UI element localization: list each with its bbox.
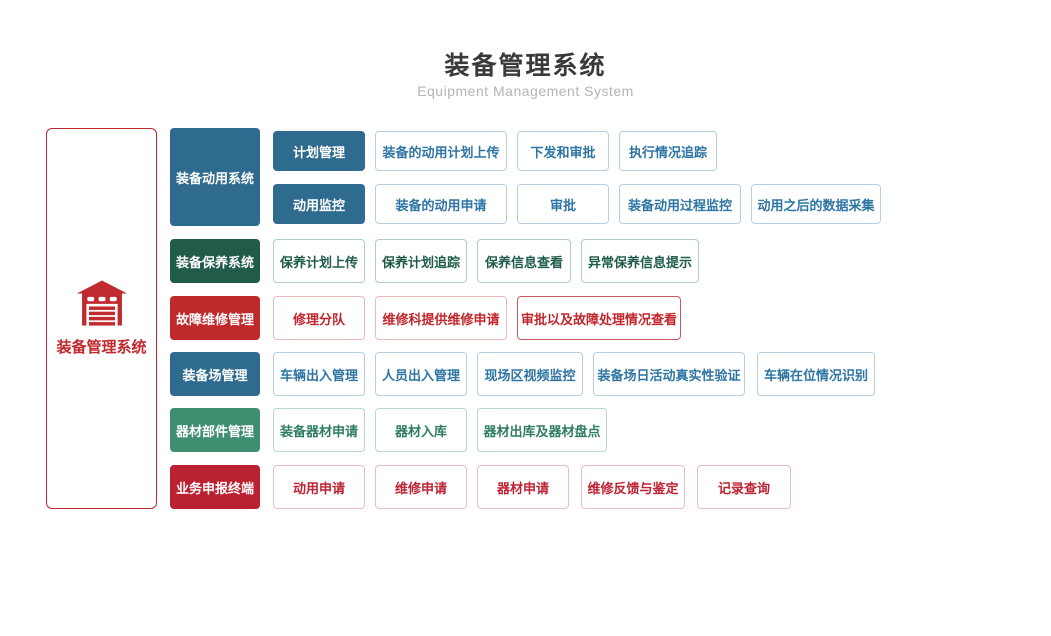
node-vehicle-access-management: 车辆出入管理 [273, 352, 365, 396]
node-terminal-parts-request: 器材申请 [477, 465, 569, 509]
node-approval: 审批 [517, 184, 609, 224]
node-yard-daily-activity-verification: 装备场日活动真实性验证 [593, 352, 745, 396]
node-parts-inbound: 器材入库 [375, 408, 467, 452]
node-issue-and-approval: 下发和审批 [517, 131, 609, 171]
node-parts-outbound-and-inventory: 器材出库及器材盘点 [477, 408, 607, 452]
node-group-equipment-maintenance-system: 装备保养系统 [170, 239, 260, 283]
node-terminal-repair-request: 维修申请 [375, 465, 467, 509]
node-approval-and-fault-handling-view: 审批以及故障处理情况查看 [517, 296, 681, 340]
node-abnormal-maintenance-alert: 异常保养信息提示 [581, 239, 699, 283]
node-mobilization-process-monitoring: 装备动用过程监控 [619, 184, 741, 224]
node-sub-mobilization-monitoring: 动用监控 [273, 184, 365, 224]
page-title: 装备管理系统 [444, 52, 607, 80]
node-maintenance-info-view: 保养信息查看 [477, 239, 571, 283]
node-execution-tracking: 执行情况追踪 [619, 131, 717, 171]
node-record-query: 记录查询 [697, 465, 791, 509]
node-terminal-mobilization-request: 动用申请 [273, 465, 365, 509]
node-personnel-access-management: 人员出入管理 [375, 352, 467, 396]
node-vehicle-presence-recognition: 车辆在位情况识别 [757, 352, 875, 396]
node-maintenance-plan-upload: 保养计划上传 [273, 239, 365, 283]
node-site-video-surveillance: 现场区视频监控 [477, 352, 583, 396]
node-group-fault-repair-management: 故障维修管理 [170, 296, 260, 340]
node-group-business-reporting-terminal: 业务申报终端 [170, 465, 260, 509]
root-node-equipment-management-system: 装备管理系统 [46, 128, 157, 509]
node-group-equipment-yard-management: 装备场管理 [170, 352, 260, 396]
node-group-equipment-mobilization-system: 装备动用系统 [170, 128, 260, 226]
node-maintenance-plan-tracking: 保养计划追踪 [375, 239, 467, 283]
node-repair-team: 修理分队 [273, 296, 365, 340]
page-subtitle: Equipment Management System [417, 83, 634, 99]
root-node-label: 装备管理系统 [56, 339, 147, 356]
node-post-mobilization-data-collection: 动用之后的数据采集 [751, 184, 881, 224]
warehouse-icon [76, 280, 127, 326]
node-equipment-parts-application: 装备器材申请 [273, 408, 365, 452]
node-mobilization-plan-upload: 装备的动用计划上传 [375, 131, 507, 171]
node-repair-feedback-appraisal: 维修反馈与鉴定 [581, 465, 685, 509]
node-mobilization-application: 装备的动用申请 [375, 184, 507, 224]
node-sub-plan-management: 计划管理 [273, 131, 365, 171]
node-repair-dept-application: 维修科提供维修申请 [375, 296, 507, 340]
node-group-parts-management: 器材部件管理 [170, 408, 260, 452]
